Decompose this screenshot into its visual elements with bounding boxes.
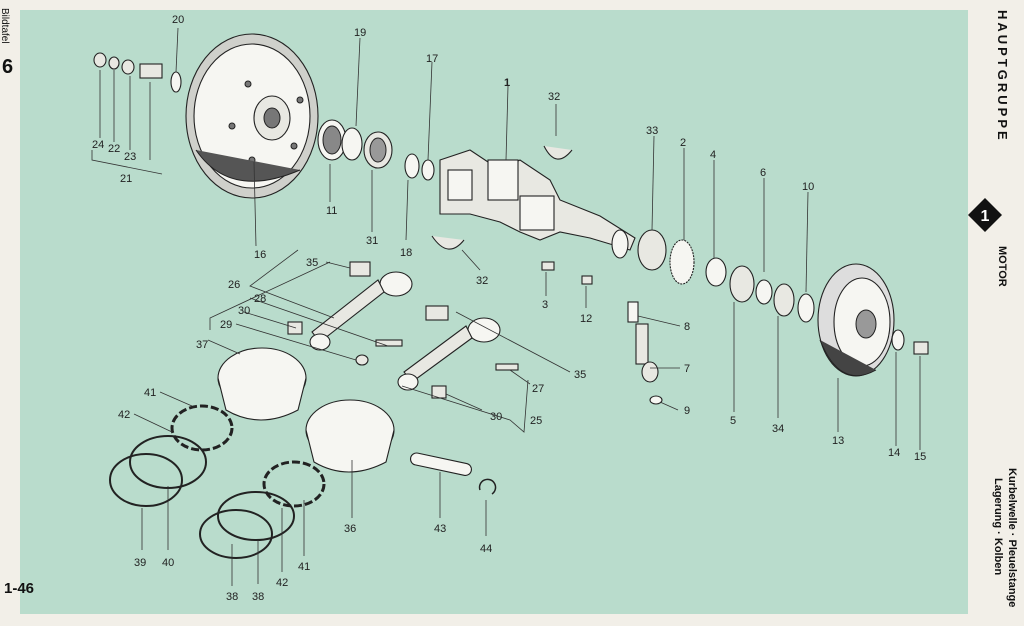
callout-12: 12 xyxy=(580,313,592,325)
callout-25: 25 xyxy=(530,415,542,427)
group-number-badge: 1 xyxy=(968,198,1002,232)
pulley-bolt xyxy=(913,341,929,355)
connecting-rod-right xyxy=(397,305,519,399)
gland-nut-parts xyxy=(93,52,182,93)
callout-8: 8 xyxy=(684,321,690,333)
piston-right xyxy=(305,399,395,473)
group-title: HAUPTGRUPPE xyxy=(995,10,1010,143)
callout-3: 3 xyxy=(542,299,548,311)
callout-37: 37 xyxy=(196,339,208,351)
callout-16: 16 xyxy=(254,249,266,261)
callout-39: 39 xyxy=(134,557,146,569)
plate-label: Bildtafel xyxy=(0,8,10,44)
callout-2: 2 xyxy=(680,137,686,149)
flywheel xyxy=(185,33,319,199)
callout-13: 13 xyxy=(832,435,844,447)
rear-bearing-parts xyxy=(317,119,435,181)
circlip xyxy=(478,478,497,495)
callout-32-bottom: 32 xyxy=(476,275,488,287)
piston-pin xyxy=(409,452,472,476)
callout-34: 34 xyxy=(772,423,784,435)
caption-line-1: Kurbelwelle · Pleuelstange xyxy=(1006,468,1018,608)
callout-30-left: 30 xyxy=(238,305,250,317)
v-belt-pulley xyxy=(817,263,895,377)
piston-rings-right xyxy=(199,460,326,559)
callout-9: 9 xyxy=(684,405,690,417)
callout-19: 19 xyxy=(354,27,366,39)
woodruff-key xyxy=(541,261,555,271)
callout-17: 17 xyxy=(426,53,438,65)
callout-labels: 20 19 17 1 32 33 2 4 6 10 24 22 23 21 16… xyxy=(92,14,926,603)
callout-41-right: 41 xyxy=(298,561,310,573)
callout-33: 33 xyxy=(646,125,658,137)
callout-35-right: 35 xyxy=(574,369,586,381)
group-number: 1 xyxy=(981,208,990,225)
callout-30-right: 30 xyxy=(490,411,502,423)
callout-18: 18 xyxy=(400,247,412,259)
callout-43: 43 xyxy=(434,523,446,535)
callout-27: 27 xyxy=(532,383,544,395)
rod-bearing-shell-2 xyxy=(425,305,449,321)
piston-left xyxy=(217,347,307,421)
woodruff-key-small xyxy=(581,275,593,285)
callout-1: 1 xyxy=(504,77,510,89)
callout-14: 14 xyxy=(888,447,900,459)
callout-42-right: 42 xyxy=(276,577,288,589)
callout-24: 24 xyxy=(92,139,104,151)
caption-line-2: Lagerung · Kolben xyxy=(992,478,1004,576)
callout-38-right: 38 xyxy=(252,591,264,603)
main-bearing-shell-upper xyxy=(543,145,573,160)
callout-36: 36 xyxy=(344,523,356,535)
callout-7: 7 xyxy=(684,363,690,375)
callout-44: 44 xyxy=(480,543,492,555)
callout-20: 20 xyxy=(172,14,184,26)
crankshaft xyxy=(439,149,636,259)
page-code: 1-46 xyxy=(4,580,35,597)
callout-22: 22 xyxy=(108,143,120,155)
distributor-drive-parts xyxy=(627,301,663,405)
piston-rings-left xyxy=(109,404,234,507)
rod-bearing-shell xyxy=(349,261,371,277)
callout-28: 28 xyxy=(254,293,266,305)
callout-42-left: 42 xyxy=(118,409,130,421)
callout-40: 40 xyxy=(162,557,174,569)
callout-11: 11 xyxy=(326,205,337,217)
callout-31: 31 xyxy=(366,235,378,247)
leader-lines xyxy=(91,27,921,586)
callout-10: 10 xyxy=(802,181,814,193)
callout-6: 6 xyxy=(760,167,766,179)
callout-26: 26 xyxy=(228,279,240,291)
callout-41-left: 41 xyxy=(144,387,156,399)
pulley-washer xyxy=(891,329,905,351)
main-bearing-shell-lower xyxy=(431,235,465,250)
callout-21: 21 xyxy=(120,173,132,185)
callout-38-left: 38 xyxy=(226,591,238,603)
front-gears-and-bearings xyxy=(637,229,815,323)
callout-23: 23 xyxy=(124,151,136,163)
callout-29: 29 xyxy=(220,319,232,331)
connecting-rod-left xyxy=(287,261,413,366)
callout-4: 4 xyxy=(710,149,716,161)
callout-32-top: 32 xyxy=(548,91,560,103)
callout-5: 5 xyxy=(730,415,736,427)
plate-number: 6 xyxy=(2,56,14,78)
callout-35-left: 35 xyxy=(306,257,318,269)
callout-15: 15 xyxy=(914,451,926,463)
group-name: MOTOR xyxy=(996,246,1008,287)
